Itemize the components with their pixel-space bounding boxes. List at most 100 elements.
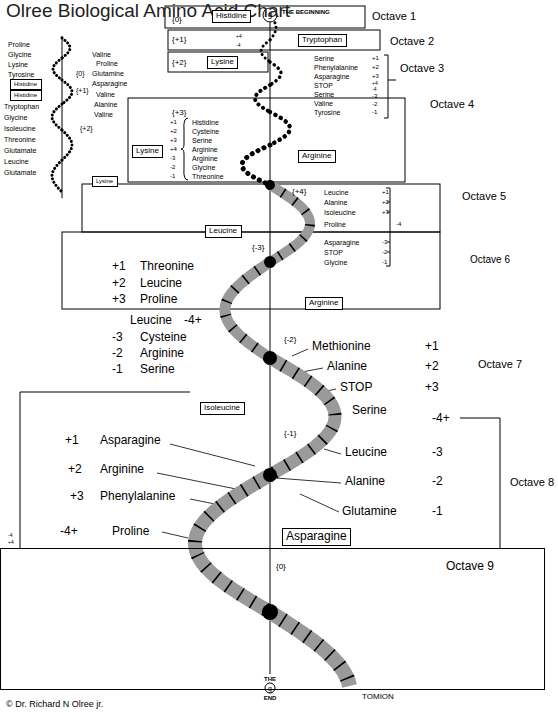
- chart-label: -4: [372, 87, 376, 92]
- chart-label: Asparagine: [100, 434, 161, 446]
- chart-label: +1: [65, 434, 79, 446]
- node-text: Asparagine: [286, 530, 347, 543]
- helix-strand: [62, 130, 72, 160]
- chart-label: Octave 4: [430, 99, 474, 110]
- node-text: Histidine: [216, 12, 247, 21]
- amino-box: Asparagine: [282, 528, 351, 546]
- chart-label: Glutamate: [4, 147, 36, 154]
- chart-label: +3: [112, 293, 126, 305]
- chart-label: +1: [382, 189, 389, 195]
- chart-label: Proline: [8, 41, 30, 48]
- chart-label: STOP: [340, 381, 372, 393]
- helix-strand: [53, 58, 62, 80]
- amino-box: Histidine: [10, 90, 42, 101]
- chart-label: Proline: [112, 525, 149, 537]
- chart-label: -4+: [184, 314, 202, 326]
- amino-box: Arginine: [305, 297, 343, 310]
- helix-strand: [270, 612, 349, 686]
- chart-label: Cysteine: [140, 331, 187, 343]
- chart-label: Tyrosine: [8, 71, 34, 78]
- node-text: Histidine: [14, 81, 38, 88]
- node-text: Arginine: [309, 299, 339, 308]
- helix-strand: [62, 80, 72, 104]
- chart-label: -2: [432, 475, 443, 487]
- chart-label: {+4}: [292, 188, 306, 196]
- chart-label: Tryptophan: [4, 103, 39, 110]
- chart-label: +2: [382, 199, 389, 205]
- leader-line: [276, 478, 341, 483]
- chart-label: Proline: [96, 60, 118, 67]
- amino-box: Lysine: [92, 176, 118, 187]
- brackets: [181, 55, 396, 266]
- chart-label: +1: [425, 340, 439, 352]
- helix-tick: [225, 262, 270, 358]
- chart-label: Arginine: [192, 155, 218, 162]
- chart-label: -4+: [432, 412, 450, 424]
- chart-label: Serine: [140, 363, 175, 375]
- axis-line: [62, 36, 63, 198]
- helix-strand: [261, 40, 270, 62]
- chart-label: {0}: [172, 16, 182, 24]
- chart-label: Leucine: [324, 189, 349, 196]
- chart-label: Octave 2: [390, 36, 434, 47]
- amino-box: Leucine: [205, 225, 242, 238]
- chart-label: -3: [432, 446, 443, 458]
- helix-strand: [52, 160, 62, 192]
- chart-label: END: [264, 695, 277, 701]
- chart-label: +4: [372, 81, 378, 86]
- node-text: Histidine: [14, 92, 38, 99]
- chart-label: Glutamine: [342, 505, 397, 517]
- chart-label: -4: [396, 221, 401, 227]
- chart-label: +1: [372, 55, 379, 61]
- chart-label: Octave 5: [462, 191, 506, 202]
- chart-label: -2: [112, 347, 123, 359]
- chart-label: Methionine: [312, 340, 371, 352]
- chart-label: Proline: [324, 221, 346, 228]
- chart-label: Glutamine: [92, 70, 124, 77]
- chart-label: Leucine: [130, 314, 172, 326]
- chart-label: {-3}: [252, 244, 264, 252]
- chart-label: +2: [170, 128, 177, 134]
- amino-box: Arginine: [298, 150, 336, 163]
- chart-label: Asparagine: [324, 239, 359, 246]
- chart-label: Phenylalanine: [100, 490, 175, 502]
- chart-label: {+1}: [76, 87, 89, 94]
- chart-label: Leucine: [140, 277, 182, 289]
- helix-strand: [195, 475, 270, 612]
- chart-label: {0}: [76, 70, 85, 77]
- chart-label: Arginine: [192, 146, 218, 153]
- chart-label: +3: [382, 209, 389, 215]
- chart-label: Threonine: [4, 136, 36, 143]
- chart-label: +1: [112, 260, 126, 272]
- axis-line: [270, 22, 271, 674]
- chart-label: Alanine: [345, 475, 385, 487]
- leader-line: [302, 368, 323, 372]
- node-text: Lysine: [96, 178, 114, 185]
- chart-label: {+3}: [172, 109, 186, 117]
- chart-label: Valine: [96, 91, 115, 98]
- chart-label: Lysine: [8, 61, 28, 68]
- helix-dot: [263, 351, 277, 365]
- chart-label: -3: [372, 93, 377, 99]
- helix-strand: [255, 85, 270, 112]
- chart-label: Cysteine: [192, 128, 219, 135]
- end-circle: [265, 683, 275, 693]
- chart-label: Valine: [314, 100, 333, 107]
- chart-label: -4+: [60, 525, 78, 537]
- helix-dot: [263, 468, 277, 482]
- chart-label: Leucine: [4, 158, 29, 165]
- helix-dot: [264, 256, 276, 268]
- chart-label: +4: [8, 540, 14, 545]
- chart-label: Isoleucine: [324, 209, 356, 216]
- helix-strand: [270, 358, 335, 475]
- octave-band: {0}Octave 9: [0, 548, 545, 690]
- octave-frame: [82, 184, 440, 232]
- chart-label: +3: [70, 490, 84, 502]
- chart-label: Threonine: [140, 260, 194, 272]
- helix-strand: [52, 104, 62, 130]
- chart-label: Glycine: [192, 164, 215, 171]
- leader-lines: [157, 349, 341, 538]
- chart-label: STOP: [324, 249, 343, 256]
- chart-label: -4: [236, 43, 240, 48]
- leader-line: [157, 473, 236, 489]
